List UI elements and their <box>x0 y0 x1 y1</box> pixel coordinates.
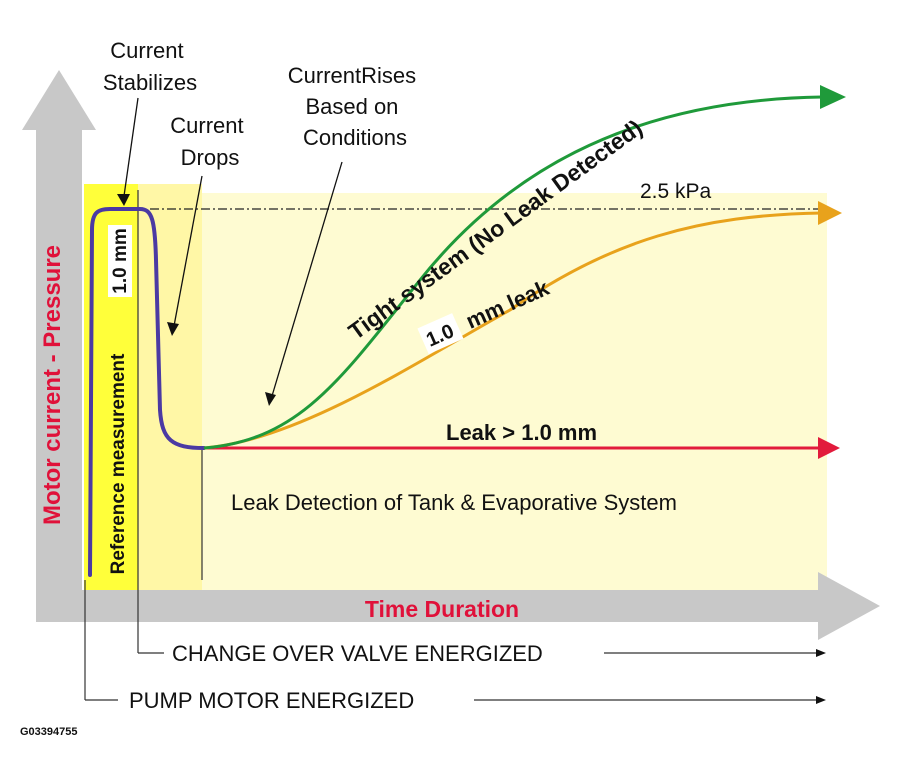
callout-rises-arrowhead <box>265 392 276 406</box>
tight-system-arrowhead <box>820 85 846 109</box>
pump-energized-label: PUMP MOTOR ENERGIZED <box>129 688 414 713</box>
region-description: Leak Detection of Tank & Evaporative Sys… <box>231 490 677 515</box>
reference-size-box <box>108 225 132 297</box>
reference-measurement-label: Reference measurement <box>108 353 129 574</box>
callout-rises-pointer <box>271 161 343 397</box>
y-axis-title: Motor current - Pressure <box>39 245 66 525</box>
large-leak-label: Leak > 1.0 mm <box>446 420 597 445</box>
valve-energized-label: CHANGE OVER VALVE ENERGIZED <box>172 641 543 666</box>
small-leak-arrowhead <box>818 201 842 225</box>
callout-current-stabilizes: Current Stabilizes <box>103 38 197 95</box>
pressure-level-label: 2.5 kPa <box>640 180 712 203</box>
reference-size-label: 1.0 mm <box>110 228 131 293</box>
callout-drops-arrowhead <box>167 322 179 336</box>
callout-drops-pointer <box>173 175 203 327</box>
callout-stabilizes-arrowhead <box>117 194 130 206</box>
small-leak-curve <box>203 211 823 450</box>
large-leak-arrowhead <box>818 437 840 459</box>
motor-current-curve <box>88 207 206 577</box>
drop-phase-band <box>138 184 202 591</box>
callout-stabilizes-pointer <box>123 97 139 197</box>
x-axis-title: Time Duration <box>365 596 519 622</box>
x-axis-arrow <box>36 572 880 640</box>
valve-timing-arrowhead <box>816 649 826 657</box>
y-axis-arrow <box>22 70 96 622</box>
tight-system-curve <box>203 95 823 450</box>
callout-current-drops: Current Drops <box>170 113 249 170</box>
figure-id: G03394755 <box>20 726 78 738</box>
pump-timing-arrowhead <box>816 696 826 704</box>
detection-area <box>202 193 827 591</box>
callout-current-rises: CurrentRises Based on Conditions <box>288 63 423 150</box>
